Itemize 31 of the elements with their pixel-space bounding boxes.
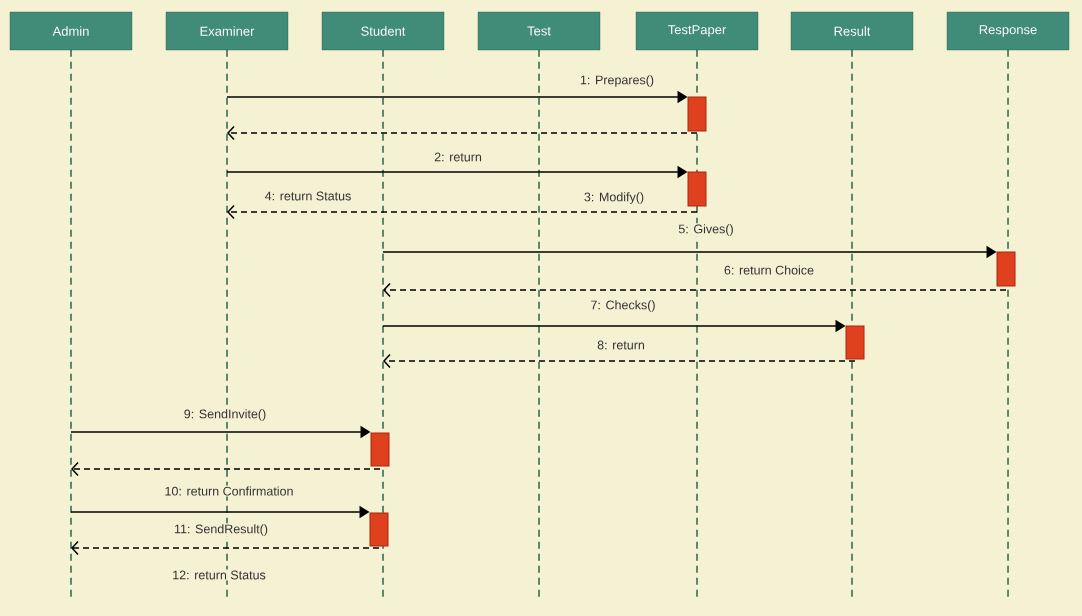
participant-box: Student [321, 11, 445, 51]
activation-bar [370, 432, 390, 467]
participant-box: Examiner [165, 11, 289, 51]
message-arrow [383, 353, 856, 369]
activation-bar [687, 171, 707, 207]
activation-bar [996, 251, 1016, 287]
edge-label: 7: Checks() [589, 299, 657, 313]
message-arrow [227, 125, 698, 141]
message-arrow [227, 204, 698, 220]
edge-label: 6: return Choice [722, 264, 816, 276]
participant-box: Response [946, 11, 1070, 51]
edge-label: 11: SendResult() [173, 523, 269, 537]
message-label: 12: return Status [171, 569, 267, 581]
participant-box: Admin [9, 11, 133, 51]
participant-box: Result [790, 11, 914, 51]
message-arrow [71, 461, 381, 477]
edge-label: 9: SendInvite() [182, 408, 268, 422]
activation-bar [687, 96, 707, 132]
activation-bar [845, 325, 865, 360]
message-arrow [71, 540, 380, 556]
participant-box: Test [477, 11, 601, 51]
participant-box: TestPaper [635, 11, 759, 51]
message-label: 4: return Status [263, 190, 353, 202]
edge-label: 2: return [433, 151, 483, 163]
message-arrow [383, 282, 1007, 298]
activation-bar [369, 512, 389, 547]
edge-label: 8: return [596, 339, 646, 351]
edge-label: 1: Prepares() [578, 74, 656, 88]
edge-label: 3: Modify() [582, 191, 646, 205]
edge-label: 10: return Confirmation [163, 485, 295, 497]
edge-label: 5: Gives() [677, 223, 735, 237]
